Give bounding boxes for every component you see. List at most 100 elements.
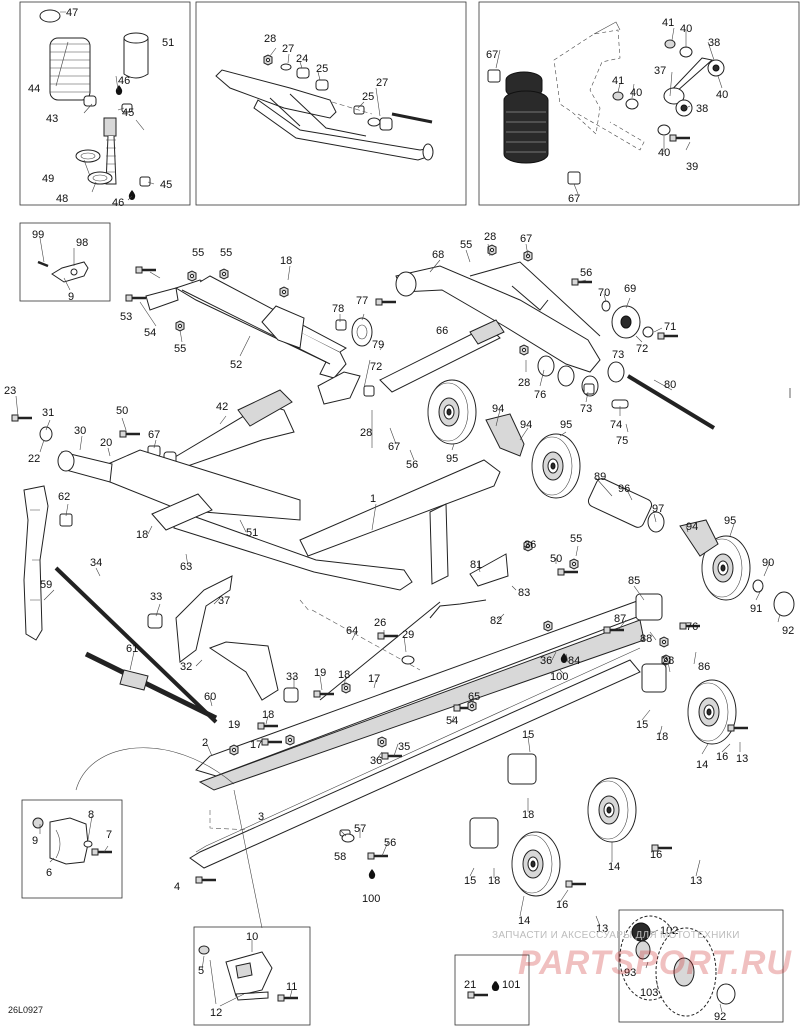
ref-label: 25 xyxy=(362,91,374,103)
ref-label: 12 xyxy=(210,1007,222,1019)
ref-label: 89 xyxy=(594,471,606,483)
ref-label: 83 xyxy=(518,587,530,599)
ref-label: 28 xyxy=(360,427,372,439)
ref-label: 45 xyxy=(122,107,134,119)
ref-label: 95 xyxy=(560,419,572,431)
ref-label: 42 xyxy=(216,401,228,413)
ref-label: 13 xyxy=(690,875,702,887)
ref-label: 48 xyxy=(56,193,68,205)
ref-label: 40 xyxy=(716,89,728,101)
hardware-small xyxy=(10,297,750,991)
ref-label: 55 xyxy=(174,343,186,355)
ref-label: 57 xyxy=(354,823,366,835)
ref-label: 81 xyxy=(470,559,482,571)
ref-label: 90 xyxy=(762,557,774,569)
watermark-logo: PARTSPORT.RU xyxy=(518,944,792,982)
ref-label: 2 xyxy=(202,737,208,749)
ref-label: 14 xyxy=(696,759,708,771)
ref-label: 27 xyxy=(376,77,388,89)
ref-label: 24 xyxy=(296,53,308,65)
ref-label: 4 xyxy=(174,881,180,893)
ref-label: 47 xyxy=(66,7,78,19)
ref-label: 15 xyxy=(522,729,534,741)
ref-label: 30 xyxy=(74,425,86,437)
ref-label: 86 xyxy=(698,661,710,673)
ref-label: 16 xyxy=(650,849,662,861)
ref-label: 55 xyxy=(460,239,472,251)
ref-label: 98 xyxy=(76,237,88,249)
ref-label: 71 xyxy=(664,321,676,333)
ref-label: 95 xyxy=(446,453,458,465)
ref-label: 18 xyxy=(522,809,534,821)
ref-label: 51 xyxy=(162,37,174,49)
ref-label: 23 xyxy=(4,385,16,397)
ref-label: 40 xyxy=(630,87,642,99)
ref-label: 13 xyxy=(596,923,608,935)
ref-label: 80 xyxy=(664,379,676,391)
ref-label: 14 xyxy=(608,861,620,873)
ref-label: 100 xyxy=(362,893,380,905)
ref-label: 37 xyxy=(218,595,230,607)
ref-label: 82 xyxy=(490,615,502,627)
ref-label: 26 xyxy=(374,617,386,629)
ref-label: 36 xyxy=(370,755,382,767)
ref-label: 9 xyxy=(32,835,38,847)
ref-label: 56 xyxy=(406,459,418,471)
ref-label: 61 xyxy=(126,643,138,655)
ref-label: 37 xyxy=(654,65,666,77)
ref-label: 43 xyxy=(46,113,58,125)
ref-label: 94 xyxy=(686,521,698,533)
ref-label: 19 xyxy=(228,719,240,731)
ref-label: 72 xyxy=(636,343,648,355)
ref-label: 18 xyxy=(488,875,500,887)
ref-label: 17 xyxy=(368,673,380,685)
ref-label: 67 xyxy=(568,193,580,205)
ref-label: 73 xyxy=(612,349,624,361)
ref-label: 55 xyxy=(192,247,204,259)
ref-label: 18 xyxy=(262,709,274,721)
ref-label: 62 xyxy=(58,491,70,503)
ref-label: 44 xyxy=(28,83,40,95)
ref-label: 96 xyxy=(618,483,630,495)
ref-label: 29 xyxy=(402,629,414,641)
ref-label: 10 xyxy=(246,931,258,943)
ref-label: 28 xyxy=(518,377,530,389)
ref-label: 35 xyxy=(398,741,410,753)
ref-label: 52 xyxy=(230,359,242,371)
ref-label: 50 xyxy=(116,405,128,417)
ref-label: 78 xyxy=(332,303,344,315)
ref-label: 16 xyxy=(556,899,568,911)
ref-label: 70 xyxy=(598,287,610,299)
ref-label: 94 xyxy=(492,403,504,415)
ref-label: 54 xyxy=(446,715,458,727)
ref-label: 5 xyxy=(198,965,204,977)
ref-label: 36 xyxy=(524,539,536,551)
ref-label: 28 xyxy=(264,33,276,45)
ref-label: 85 xyxy=(628,575,640,587)
ref-label: 63 xyxy=(180,561,192,573)
ref-label: 60 xyxy=(204,691,216,703)
ref-label: 54 xyxy=(144,327,156,339)
ref-label: 67 xyxy=(148,429,160,441)
inset-plug xyxy=(454,954,530,1026)
ref-label: 21 xyxy=(464,979,476,991)
ref-label: 92 xyxy=(714,1011,726,1023)
ref-label: 25 xyxy=(316,63,328,75)
ref-label: 67 xyxy=(520,233,532,245)
ref-label: 103 xyxy=(640,987,658,999)
ref-label: 3 xyxy=(258,811,264,823)
slide-rails xyxy=(189,599,651,869)
ref-label: 36 xyxy=(540,655,552,667)
ref-label: 79 xyxy=(372,339,384,351)
inset-rear-shock-linkage xyxy=(478,1,800,206)
ref-label: 27 xyxy=(282,43,294,55)
ref-label: 15 xyxy=(636,719,648,731)
ref-label: 100 xyxy=(550,671,568,683)
ref-label: 69 xyxy=(624,283,636,295)
ref-label: 65 xyxy=(468,691,480,703)
ref-label: 84 xyxy=(568,655,580,667)
ref-label: 18 xyxy=(656,731,668,743)
ref-label: 38 xyxy=(696,103,708,115)
ref-label: 33 xyxy=(286,671,298,683)
